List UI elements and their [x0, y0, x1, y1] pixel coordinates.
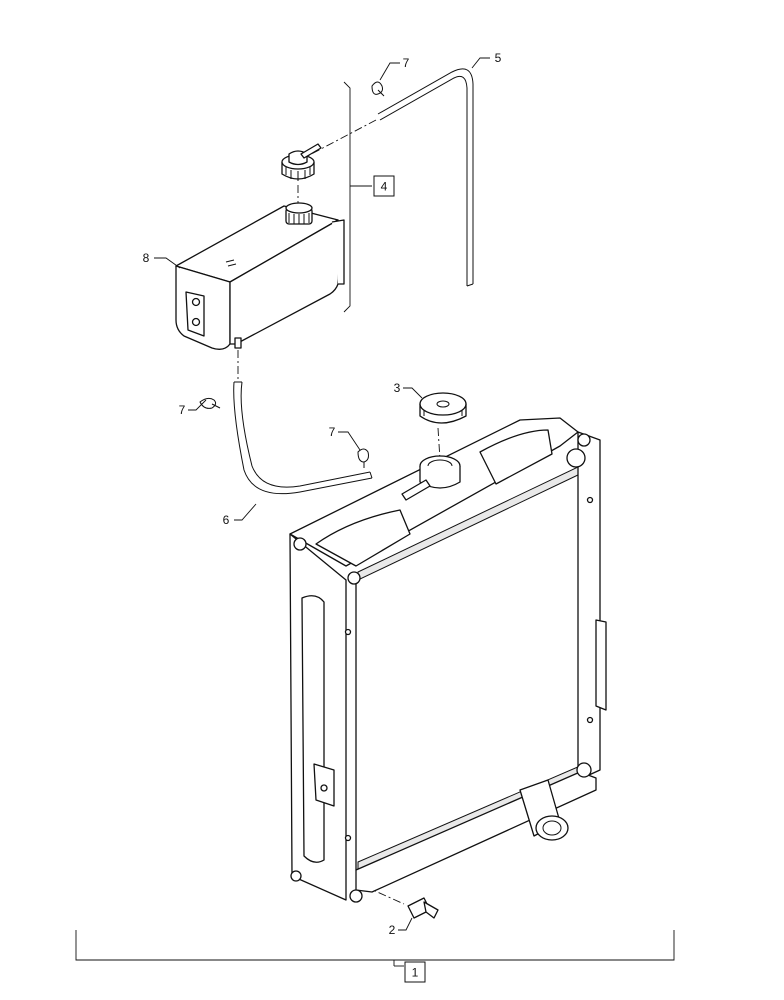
- leader-lines: [154, 57, 490, 931]
- hose-clamp-middle: [357, 448, 369, 468]
- group-bracket-1: 1: [75, 930, 675, 983]
- callout-5: 5: [495, 51, 502, 65]
- radiator-assembly-1: [289, 417, 607, 919]
- callout-7-upper: 7: [403, 56, 410, 70]
- group-bracket-4: 4: [343, 81, 395, 313]
- reservoir-cap-4: [281, 143, 322, 181]
- callout-1: 1: [412, 966, 419, 980]
- coolant-reservoir-8: [175, 202, 345, 350]
- callout-box-4: [373, 175, 395, 197]
- hose-clamp-left: [199, 397, 221, 409]
- callout-3: 3: [394, 381, 401, 395]
- callout-2: 2: [389, 923, 396, 937]
- radiator-cap-3: [419, 392, 467, 424]
- callout-4: 4: [381, 180, 388, 194]
- coolant-hose-6: [233, 381, 373, 495]
- callout-box-1: [404, 961, 426, 983]
- callout-7-left: 7: [179, 403, 186, 417]
- hose-clamp-upper: [371, 81, 385, 97]
- callout-8: 8: [143, 251, 150, 265]
- overflow-hose-5: [377, 68, 474, 287]
- callout-7-middle: 7: [329, 425, 336, 439]
- callout-6: 6: [223, 513, 230, 527]
- callout-labels: 7 5 8 3 7 7 6 2: [143, 51, 502, 937]
